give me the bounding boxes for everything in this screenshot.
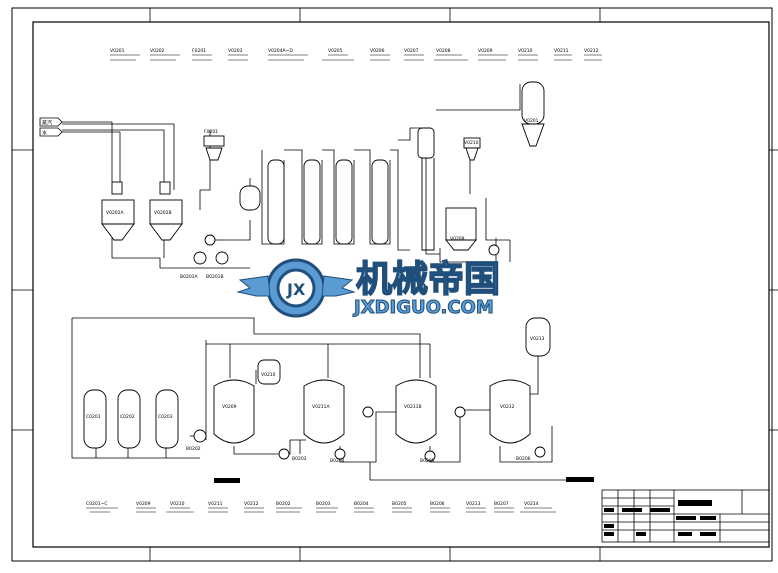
watermark-chinese: 机械帝国 (356, 259, 500, 300)
top-vessels (101, 81, 545, 251)
inlet-steam-label: 蒸汽 (42, 120, 52, 127)
bottom-vessel-labels: C0201 C0202 C0203 V0209 V0210 V0211A V02… (86, 336, 545, 420)
vessel-tag-f0201: F0201 (204, 129, 218, 135)
header-tag: V0205 (328, 48, 343, 54)
outer-border (11, 7, 773, 562)
bottom-pumps (193, 406, 546, 462)
vessel-tag-c0202: C0202 (120, 414, 135, 420)
header-tag: V0208 (436, 48, 451, 54)
black-tag (566, 477, 594, 482)
footer-tag: B0202 (276, 501, 291, 507)
vessel-tag-v0201: V0201 (524, 118, 539, 124)
footer-tag: V0214 (524, 501, 539, 507)
border-ticks (12, 8, 778, 561)
header-underlines (110, 54, 602, 61)
vessel-tag-c0203: C0203 (158, 414, 173, 420)
header-tags: V0201 V0202 F0201 V0203 V0204A~D V0205 V… (110, 48, 599, 54)
footer-underlines (86, 507, 556, 513)
footer-tag: B0203 (316, 501, 331, 507)
footer-tags: C0201~C V0209 V0210 V0211 V0212 B0202 B0… (86, 501, 539, 507)
vessel-tag-v0208: V0208 (450, 236, 465, 242)
title-block (601, 489, 770, 543)
watermark-logo: JX (236, 258, 356, 318)
header-tag: V0207 (404, 48, 419, 54)
inlet-arrows: 蒸汽 水 (39, 117, 63, 137)
bottom-pump-labels: B0202 B0203 B0204 B0205 B0206 (186, 446, 531, 464)
footer-tag: V0213 (466, 501, 481, 507)
watermark-english: JXDIGUO.COM (352, 297, 494, 318)
header-tag: F0201 (192, 48, 206, 54)
header-tag: V0206 (370, 48, 385, 54)
header-tag: V0210 (518, 48, 533, 54)
vessel-tag-v0209: V0209 (222, 404, 237, 410)
vessel-tag-v0210: V0210 (464, 140, 479, 146)
pump-tag-b0201b: B0201B (206, 274, 224, 280)
pump-tag-b0203: B0203 (292, 456, 307, 462)
pump-tag-b0202: B0202 (186, 446, 201, 452)
top-pumps (193, 234, 500, 265)
footer-tag: B0207 (494, 501, 509, 507)
vessel-tag-c0201: C0201 (86, 414, 101, 420)
bottom-piping (71, 317, 566, 481)
top-vessel-labels: V0202A V0202B F0201 V0201 V0208 V0210 (106, 118, 539, 242)
pump-tag-b0206: B0206 (516, 456, 531, 462)
header-tag: V0212 (584, 48, 599, 54)
footer-tag: B0206 (430, 501, 445, 507)
vessel-tag-v0211b: V0211B (404, 404, 422, 410)
footer-tag: C0201~C (86, 501, 108, 507)
footer-tag: V0210 (170, 501, 185, 507)
black-tag (214, 478, 240, 483)
header-tag: V0211 (554, 48, 569, 54)
footer-tag: B0205 (392, 501, 407, 507)
header-tag: V0201 (110, 48, 125, 54)
vessel-tag-v0210: V0210 (261, 372, 276, 378)
pump-tag-b0204: B0204 (330, 458, 345, 464)
header-tag: V0209 (478, 48, 493, 54)
vessel-tag-v0212: V0212 (500, 404, 515, 410)
vessel-tag-v0202b: V0202B (154, 210, 172, 216)
pump-tag-b0201a: B0201A (180, 274, 199, 280)
header-tag: V0202 (150, 48, 165, 54)
footer-tag: V0211 (208, 501, 223, 507)
vessel-tag-v0213: V0213 (530, 336, 545, 342)
footer-tag: V0209 (136, 501, 151, 507)
watermark-logo-letters: JX (286, 280, 306, 299)
inner-border (32, 21, 770, 548)
header-tag: V0203 (228, 48, 243, 54)
title-block-fills (604, 500, 716, 536)
vessel-tag-v0202a: V0202A (106, 210, 125, 216)
top-piping (62, 84, 521, 269)
vessel-tag-v0211a: V0211A (312, 404, 331, 410)
header-tag: V0204A~D (268, 48, 293, 54)
footer-tag: V0212 (244, 501, 259, 507)
footer-tag: B0204 (354, 501, 369, 507)
bottom-vessels (83, 317, 551, 449)
pump-tag-b0205: B0205 (420, 458, 435, 464)
inlet-water-label: 水 (42, 130, 47, 137)
